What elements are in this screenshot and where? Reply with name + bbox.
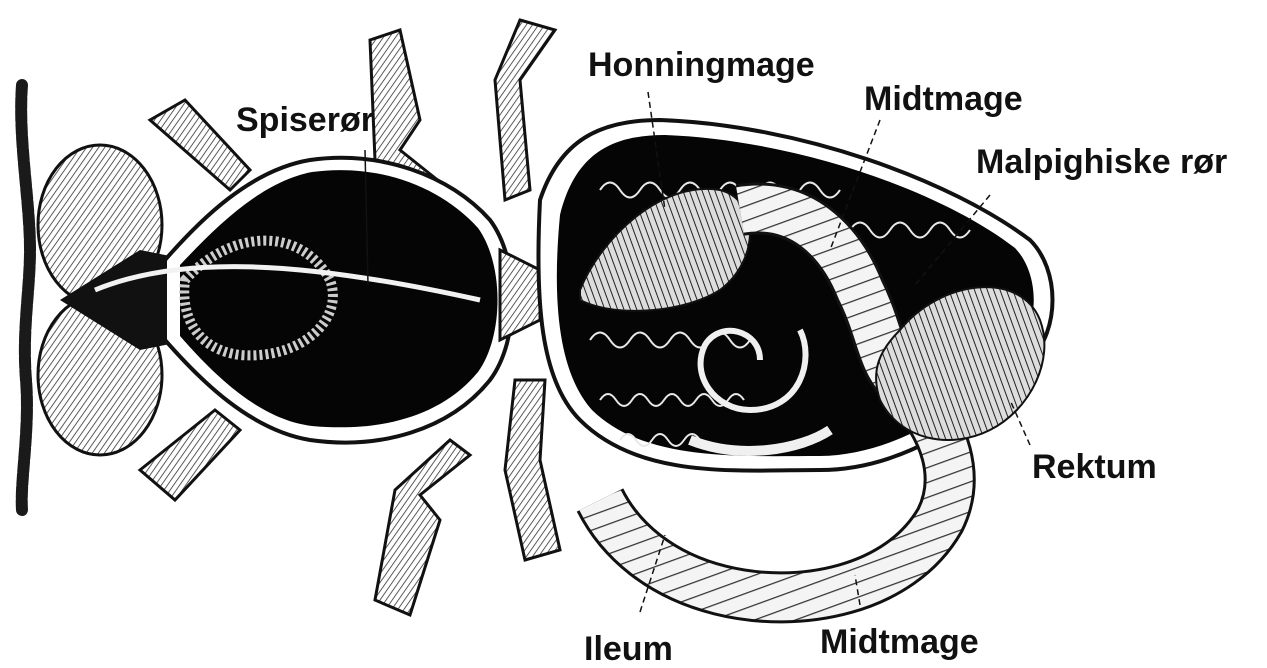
antennae [21, 85, 30, 510]
petiole [500, 250, 540, 340]
label-midtmage-top: Midtmage [864, 82, 1023, 116]
label-spiseror: Spiserør [236, 103, 374, 137]
label-ileum: Ileum [584, 632, 673, 666]
label-malpighiske-ror: Malpighiske rør [976, 145, 1227, 179]
label-honningmage: Honningmage [588, 48, 815, 82]
label-rektum: Rektum [1032, 450, 1157, 484]
label-midtmage-bottom: Midtmage [820, 625, 979, 659]
